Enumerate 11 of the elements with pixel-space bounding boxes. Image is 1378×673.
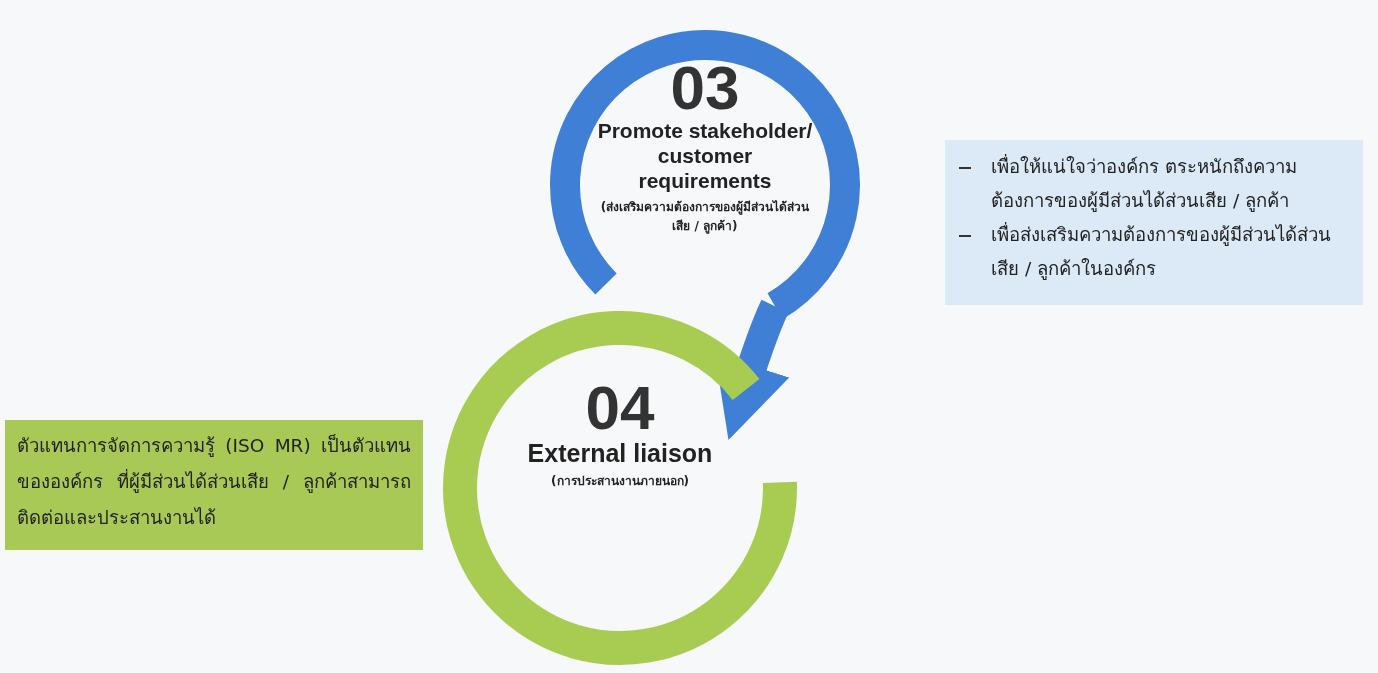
note-text: ตัวแทนการจัดการความรู้ (ISO MR) เป็นตัวแทนขององค์กร ที่ผู้มีส่วนได้ส่วนเสีย / ลูกค้าสามารถติดต่อและประสานงานได้	[17, 433, 411, 530]
bullet-text: เพื่อส่งเสริมความต้องการของผู้มีส่วนได้ส่วนเสีย / ลูกค้าในองค์กร	[953, 218, 1349, 286]
step-title: Promote stakeholder/ customer requirements	[596, 118, 814, 194]
bullet-text: เพื่อให้แน่ใจว่าองค์กร ตระหนักถึงความต้องการของผู้มีส่วนได้ส่วนเสีย / ลูกค้า	[953, 150, 1349, 218]
note-box	[945, 140, 1363, 305]
step-subtitle: (การประสานงานภายนอก)	[551, 473, 689, 490]
note-box	[5, 420, 423, 550]
step-title: External liaison	[527, 438, 713, 468]
step-number: 03	[670, 58, 740, 118]
step-subtitle: (ส่งเสริมความต้องการของผู้มีส่วนได้ส่วนเสีย / ลูกค้า)	[599, 198, 811, 236]
step-number: 04	[585, 378, 655, 438]
